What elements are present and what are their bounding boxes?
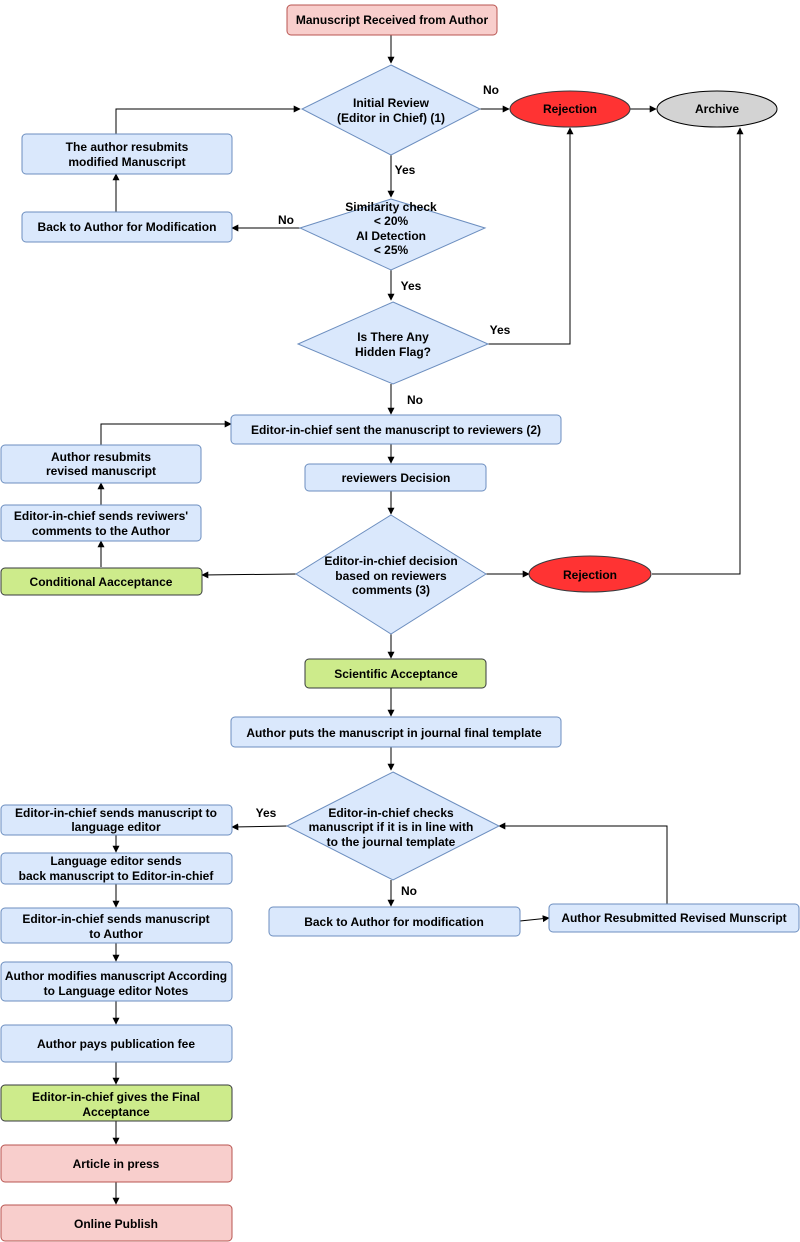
node-back-modification-1: Back to Author for Modification	[21, 211, 233, 243]
node-in-press: Article in press	[0, 1144, 233, 1183]
svg-text:Editor-in-chief sends manuscr: Editor-in-chief sends manuscript	[22, 912, 209, 926]
edge-eic-to-conditional	[201, 571, 297, 579]
svg-text:Similarity check: Similarity check	[345, 200, 437, 214]
node-conditional-acceptance: Conditional Aacceptance	[0, 567, 203, 596]
node-sends-author: Editor-in-chief sends manuscript to Auth…	[0, 907, 233, 944]
svg-text:Is There Any: Is There Any	[357, 330, 429, 344]
node-online-publish: Online Publish	[0, 1204, 233, 1242]
svg-text:to the journal template: to the journal template	[327, 835, 456, 849]
svg-text:Editor-in-chief gives the Fina: Editor-in-chief gives the Final	[32, 1090, 200, 1104]
svg-text:Initial Review: Initial Review	[353, 96, 430, 110]
edge-labels: No Yes No Yes Yes No Yes No	[256, 83, 511, 898]
label-template-yes: Yes	[256, 806, 277, 820]
edge-resubmit2-to-reviewers	[100, 420, 232, 445]
edge-flag-to-rejection	[488, 127, 574, 345]
node-modifies-lang: Author modifies manuscript According to …	[0, 961, 233, 1002]
svg-text:comments to the Author: comments to the Author	[32, 524, 171, 538]
svg-text:Rejection: Rejection	[563, 568, 617, 582]
svg-text:Author Resubmitted Revised Mun: Author Resubmitted Revised Munscript	[561, 911, 786, 925]
svg-text:Manuscript Received from Autho: Manuscript Received from Author	[296, 13, 489, 27]
svg-text:< 20%: < 20%	[374, 214, 409, 228]
label-similarity-yes: Yes	[401, 279, 422, 293]
svg-text:Editor-in-chief decision: Editor-in-chief decision	[324, 554, 457, 568]
svg-text:language editor: language editor	[71, 820, 161, 834]
svg-text:Conditional Aacceptance: Conditional Aacceptance	[30, 575, 173, 589]
node-pays-fee: Author pays publication fee	[0, 1024, 233, 1063]
node-lang-editor: Editor-in-chief sends manuscript to lang…	[0, 804, 233, 836]
edge-rejection2-to-archive	[652, 127, 744, 575]
svg-text:based on reviewers: based on reviewers	[335, 569, 447, 583]
svg-text:Online Publish: Online Publish	[74, 1217, 158, 1231]
svg-text:Back to Author for Modificatio: Back to Author for Modification	[38, 220, 217, 234]
svg-text:Language editor sends: Language editor sends	[50, 854, 182, 868]
svg-text:to Language editor Notes: to Language editor Notes	[44, 984, 189, 998]
svg-text:Article in press: Article in press	[73, 1157, 160, 1171]
svg-text:Editor-in-chief checks: Editor-in-chief checks	[328, 806, 454, 820]
svg-text:Back to Author for modificatio: Back to Author for modification	[304, 915, 484, 929]
svg-text:comments (3): comments (3)	[352, 583, 430, 597]
node-archive: Archive	[656, 90, 778, 128]
svg-text:back manuscript to Editor-in-c: back manuscript to Editor-in-chief	[19, 869, 215, 883]
node-final-template: Author puts the manuscript in journal fi…	[230, 716, 562, 748]
node-resubmitted-revised: Author Resubmitted Revised Munscript	[548, 903, 800, 933]
svg-text:Acceptance: Acceptance	[82, 1105, 150, 1119]
svg-text:Archive: Archive	[695, 102, 739, 116]
svg-text:Author pays publication fee: Author pays publication fee	[37, 1037, 195, 1051]
label-initial-yes: Yes	[395, 163, 416, 177]
svg-text:Author modifies manuscript Acc: Author modifies manuscript According	[5, 969, 227, 983]
svg-text:Editor-in-chief sent the manus: Editor-in-chief sent the manuscript to r…	[251, 423, 541, 437]
svg-text:modified Manuscript: modified Manuscript	[68, 155, 185, 169]
svg-text:revised manuscript: revised manuscript	[46, 464, 156, 478]
label-template-no: No	[401, 884, 417, 898]
svg-text:manuscript if it is in line wi: manuscript if it is in line with	[309, 820, 474, 834]
svg-text:< 25%: < 25%	[374, 243, 409, 257]
edge-check-to-lang	[231, 823, 288, 831]
node-author-resubmits-2: Author resubmits revised manuscript	[0, 444, 202, 484]
label-hidden-no: No	[407, 393, 423, 407]
edge-back2-to-resubmitted	[519, 915, 550, 923]
node-hidden-flag: Is There Any Hidden Flag?	[296, 301, 490, 385]
edge-resubmit-to-review	[115, 105, 301, 134]
node-scientific-acceptance: Scientific Acceptance	[304, 658, 487, 689]
svg-text:Author resubmits: Author resubmits	[51, 450, 151, 464]
svg-text:Rejection: Rejection	[543, 102, 597, 116]
svg-text:reviewers Decision: reviewers Decision	[342, 471, 451, 485]
svg-text:Scientific Acceptance: Scientific Acceptance	[334, 667, 458, 681]
label-hidden-yes: Yes	[490, 323, 511, 337]
node-rejection-2: Rejection	[528, 555, 652, 593]
svg-text:Hidden Flag?: Hidden Flag?	[355, 345, 431, 359]
svg-text:Editor-in-chief sends manuscr: Editor-in-chief sends manuscript to	[15, 806, 217, 820]
edge-resubmitted-to-check	[498, 822, 668, 904]
node-rejection-1: Rejection	[509, 90, 631, 128]
node-sends-comments: Editor-in-chief sends reviwers' comments…	[0, 504, 202, 542]
node-similarity: Similarity check < 20% AI Detection < 25…	[298, 198, 487, 271]
svg-text:Editor-in-chief sends reviwers: Editor-in-chief sends reviwers'	[14, 509, 188, 523]
node-eic-decision: Editor-in-chief decision based on review…	[295, 514, 487, 635]
node-final-acceptance: Editor-in-chief gives the Final Acceptan…	[0, 1084, 233, 1122]
svg-text:(Editor in Chief) (1): (Editor in Chief) (1)	[337, 111, 445, 125]
node-author-resubmits-1: The author resubmits modified Manuscript	[21, 133, 233, 175]
svg-text:The author resubmits: The author resubmits	[66, 140, 189, 154]
node-checks-template: Editor-in-chief checks manuscript if it …	[285, 771, 501, 881]
label-similarity-no: No	[278, 213, 294, 227]
node-lang-back: Language editor sends back manuscript to…	[0, 852, 233, 885]
label-initial-no: No	[483, 83, 499, 97]
node-sent-reviewers: Editor-in-chief sent the manuscript to r…	[230, 414, 562, 445]
connectors	[97, 35, 744, 1205]
node-reviewers-decision: reviewers Decision	[304, 463, 487, 492]
svg-text:AI Detection: AI Detection	[356, 229, 426, 243]
node-received: Manuscript Received from Author	[286, 4, 498, 36]
svg-text:to Author: to Author	[89, 927, 143, 941]
node-back-modification-2: Back to Author for modification	[268, 906, 521, 937]
node-initial-review: Initial Review (Editor in Chief) (1)	[300, 64, 482, 156]
svg-text:Author puts the manuscript in: Author puts the manuscript in journal fi…	[246, 726, 542, 740]
